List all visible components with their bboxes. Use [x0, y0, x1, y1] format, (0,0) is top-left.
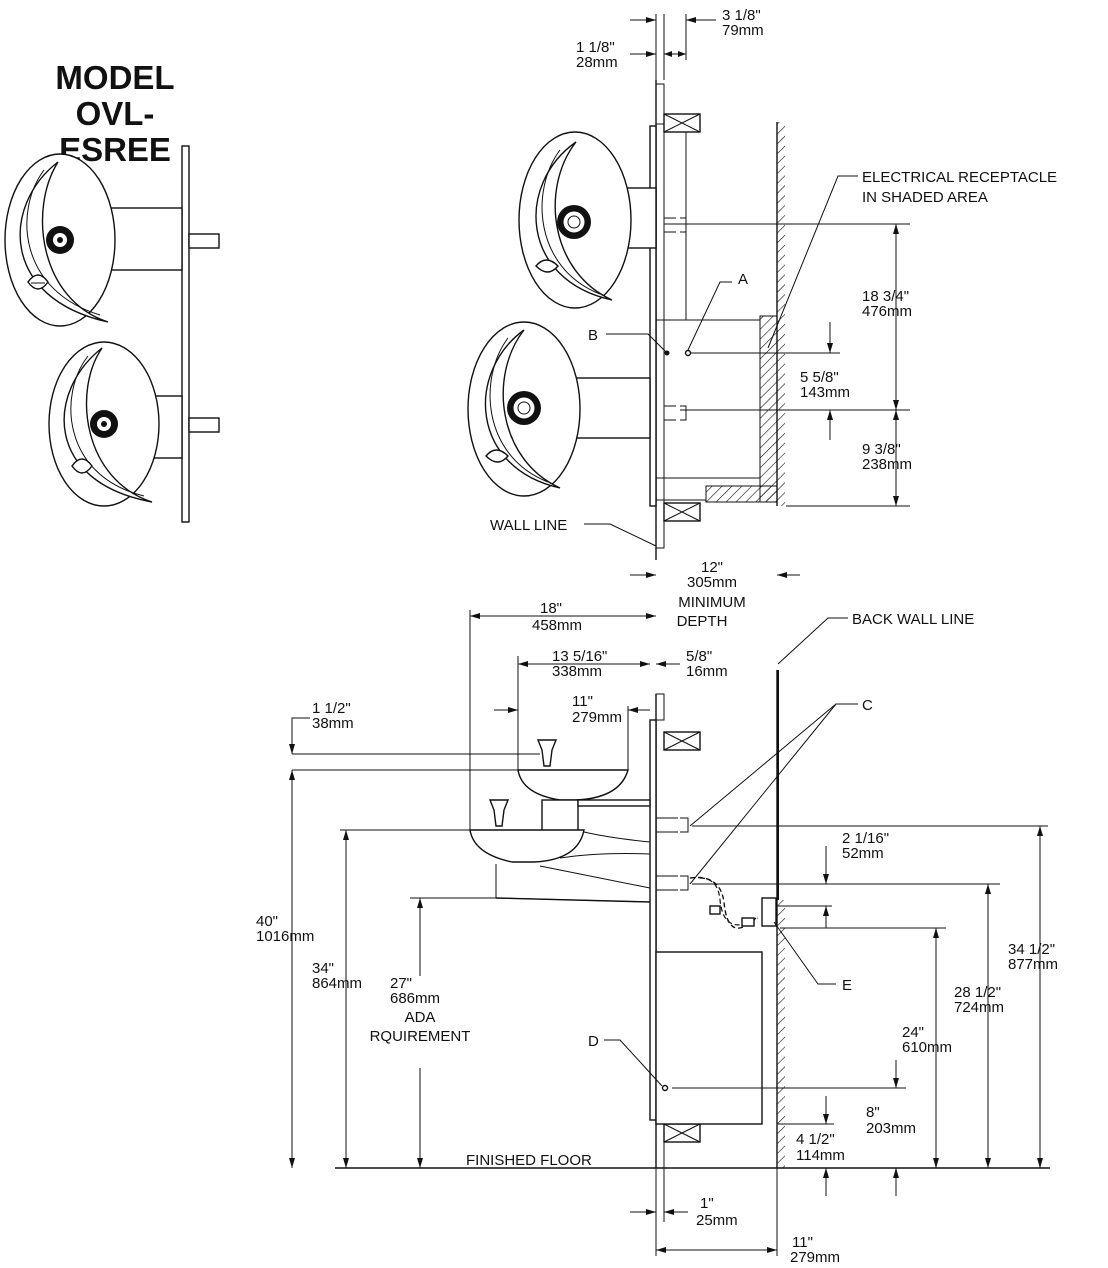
- dim-34-in: 34": [312, 960, 334, 977]
- dim-1-1-2-in: 1 1/2": [312, 700, 351, 717]
- labels: 3 1/8" 79mm 1 1/8" 28mm ELECTRICAL RECEP…: [256, 7, 1058, 1266]
- dim-11-top-mm: 279mm: [572, 709, 622, 726]
- dim-12-in: 12": [701, 559, 723, 576]
- dim-34-1-2-mm: 877mm: [1008, 956, 1058, 973]
- dim-40-mm: 1016mm: [256, 928, 314, 945]
- dim-2-1-16-mm: 52mm: [842, 845, 884, 862]
- dim-34-1-2-in: 34 1/2": [1008, 941, 1055, 958]
- lower-dimensions: [289, 572, 1048, 1256]
- dim-8-in: 8": [866, 1104, 880, 1121]
- dim-40-in: 40": [256, 913, 278, 930]
- dim-13-5-16-in: 13 5/16": [552, 648, 607, 665]
- dim-1-1-2-mm: 38mm: [312, 715, 354, 732]
- dim-8-mm: 203mm: [866, 1120, 916, 1137]
- minimum-depth-label-2: DEPTH: [677, 613, 728, 630]
- dim-1-1-8-in: 1 1/8": [576, 39, 615, 56]
- side-elevation-view: [4, 145, 220, 523]
- dim-11-top-in: 11": [572, 693, 593, 710]
- dim-4-1-2-in: 4 1/2": [796, 1131, 835, 1148]
- dim-13-5-16-mm: 338mm: [552, 663, 602, 680]
- dim-9-3-8-in: 9 3/8": [862, 441, 901, 458]
- dim-5-5-8-in: 5 5/8": [800, 369, 839, 386]
- dim-3-1-8-mm: 79mm: [722, 22, 764, 39]
- dim-28-1-2-mm: 724mm: [954, 999, 1004, 1016]
- dim-5-8-in: 5/8": [686, 648, 712, 665]
- point-e-label: E: [842, 977, 852, 994]
- model-title-line1: MODEL: [55, 59, 175, 96]
- point-d-label: D: [588, 1033, 599, 1050]
- finished-floor-label: FINISHED FLOOR: [466, 1152, 592, 1169]
- dim-24-in: 24": [902, 1024, 924, 1041]
- dim-28-1-2-in: 28 1/2": [954, 984, 1001, 1001]
- dim-2-1-16-in: 2 1/16": [842, 830, 889, 847]
- dim-18-in: 18": [540, 600, 562, 617]
- dim-12-mm: 305mm: [687, 574, 737, 591]
- dim-1-1-8-mm: 28mm: [576, 54, 618, 71]
- point-a-label: A: [738, 271, 748, 288]
- dim-18-mm: 458mm: [532, 617, 582, 634]
- dim-34-mm: 864mm: [312, 975, 362, 992]
- dim-18-3-4-mm: 476mm: [862, 303, 912, 320]
- back-wall-line-label: BACK WALL LINE: [852, 611, 974, 628]
- dim-11-bottom-mm: 279mm: [790, 1249, 840, 1266]
- dim-11-bottom-in: 11": [792, 1234, 813, 1251]
- dim-27-mm: 686mm: [390, 990, 440, 1007]
- point-b-label: B: [588, 327, 598, 344]
- dim-18-3-4-in: 18 3/4": [862, 288, 909, 305]
- dim-1-in: 1": [700, 1195, 714, 1212]
- dim-1-mm: 25mm: [696, 1212, 738, 1229]
- point-c-label: C: [862, 697, 873, 714]
- model-title-line2: OVL-ESREE: [59, 95, 171, 168]
- model-title: MODEL OVL-ESREE: [20, 60, 210, 168]
- dim-27-in: 27": [390, 975, 412, 992]
- dim-5-5-8-mm: 143mm: [800, 384, 850, 401]
- electrical-receptacle-label-1: ELECTRICAL RECEPTACLE: [862, 169, 1057, 186]
- upper-dimensions: [584, 14, 910, 547]
- electrical-receptacle-label-2: IN SHADED AREA: [862, 189, 988, 206]
- ada-label-2: RQUIREMENT: [370, 1028, 471, 1045]
- upper-rough-in-view: [467, 80, 785, 560]
- dim-4-1-2-mm: 114mm: [796, 1147, 845, 1164]
- dim-9-3-8-mm: 238mm: [862, 456, 912, 473]
- minimum-depth-label-1: MINIMUM: [678, 594, 746, 611]
- dim-5-8-mm: 16mm: [686, 663, 728, 680]
- lower-section-view: [335, 617, 1050, 1169]
- dim-24-mm: 610mm: [902, 1039, 952, 1056]
- wall-line-label: WALL LINE: [490, 517, 567, 534]
- ada-label-1: ADA: [405, 1009, 436, 1026]
- dim-3-1-8-in: 3 1/8": [722, 7, 761, 24]
